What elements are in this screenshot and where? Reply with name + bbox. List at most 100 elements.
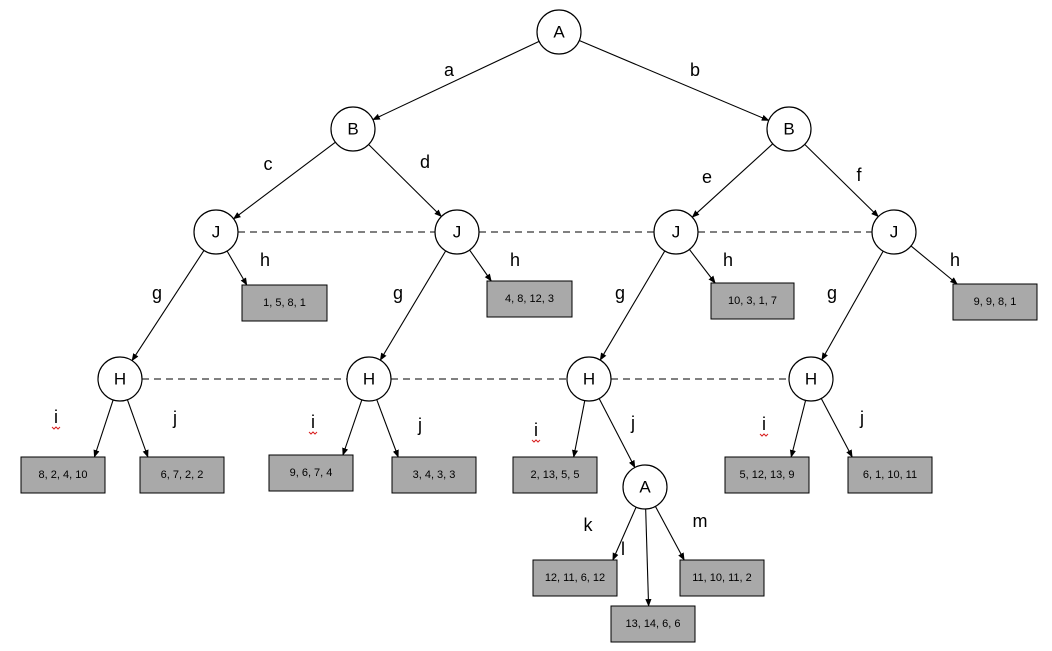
e-l-arrow [645,508,652,607]
e-j2-arrow [376,399,399,458]
leaf4-payoff-label: 9, 9, 8, 1 [974,296,1017,308]
leaf11-payoff-box [847,456,933,494]
leaf13-payoff-label: 13, 14, 6, 6 [625,618,680,630]
leaf7-payoff-label: 9, 6, 7, 4 [290,467,333,479]
j4-node-label: J [890,223,899,242]
e-a-label: a [444,60,455,80]
e-h2-label: h [510,250,520,270]
e-m-label: m [693,511,708,531]
e-g1-arrow [131,250,205,362]
h1-node [97,356,143,402]
e-j2-label: j [417,415,422,435]
e-i2-label: i [311,412,315,432]
e-i2-arrow [342,399,363,456]
leaf13-payoff-box [610,605,696,643]
h3-node-label: H [583,370,595,389]
e-h3-arrow [688,249,716,284]
e-f-label: f [856,165,862,185]
e-d-arrow [368,144,442,218]
a2-node [622,464,668,510]
e-g4-label: g [827,283,837,303]
e-l-label: l [621,539,625,559]
e-e-arrow [691,143,774,218]
leaf3-payoff-label: 10, 3, 1, 7 [728,295,777,307]
j3-node-label: J [672,223,681,242]
b_left-node [330,106,376,152]
j4-node [871,209,917,255]
leaf12-payoff-label: 12, 11, 6, 12 [545,572,605,584]
b_right-node-label: B [783,120,794,139]
e-i4-label: i [762,414,766,434]
j3-node [653,209,699,255]
e-h4-label: h [950,250,960,270]
leaf3-payoff-box [710,282,795,320]
e-g1-label: g [152,283,162,303]
spellcheck-underline [308,431,318,435]
a2-node-label: A [639,478,651,497]
leaf2-payoff-label: 4, 8, 12, 3 [505,293,554,305]
e-k-label: k [584,515,594,535]
e-h1-arrow [226,250,248,286]
h1-node-label: H [114,370,126,389]
e-g2-arrow [379,250,447,361]
leaf14-payoff-label: 11, 10, 11, 2 [692,572,752,584]
e-f-arrow [804,144,879,218]
leaf14-payoff-box [679,559,765,597]
j1-node [193,209,239,255]
e-b-label: b [690,60,700,80]
h3-node [566,356,612,402]
e-j1-arrow [126,399,149,458]
e-i1-label: i [54,407,58,427]
e-i4-arrow [789,400,807,458]
spellcheck-underline [51,426,61,430]
e-h4-arrow [910,245,958,285]
e-c-arrow [232,141,336,220]
leaf6-payoff-label: 6, 7, 2, 2 [161,469,204,481]
leaf9-payoff-box [512,456,598,494]
b_left-node-label: B [347,120,358,139]
e-j3-label: j [630,413,635,433]
leaf1-payoff-label: 1, 5, 8, 1 [263,297,306,309]
e-j1-label: j [172,408,177,428]
j1-node-label: J [212,223,221,242]
e-e-label: e [702,167,712,187]
leaf6-payoff-box [139,456,225,494]
e-j4-label: j [859,408,864,428]
j2-node [434,209,480,255]
e-g4-arrow [821,250,884,361]
leaf11-payoff-label: 6, 1, 10, 11 [863,469,917,481]
e-j4-arrow [820,398,853,458]
leaf5-payoff-box [20,456,106,494]
h4-node [788,356,834,402]
leaf9-payoff-label: 2, 13, 5, 5 [531,469,580,481]
leaf5-payoff-label: 8, 2, 4, 10 [39,469,88,481]
e-m-arrow [654,506,685,561]
e-i3-arrow [572,400,586,458]
e-g3-label: g [615,283,625,303]
e-c-label: c [264,154,273,174]
e-i3-label: i [534,420,538,440]
e-j3-arrow [598,398,636,469]
leaf4-payoff-box [952,283,1038,321]
h2-node-label: H [363,370,375,389]
e-g2-label: g [393,283,403,303]
leaf10-payoff-label: 5, 12, 13, 9 [739,469,794,481]
j2-node-label: J [453,223,462,242]
e-h3-label: h [723,250,733,270]
e-h1-label: h [260,250,270,270]
root-node [536,9,582,55]
e-g3-arrow [599,250,666,361]
leaf12-payoff-box [532,559,618,597]
h2-node [346,356,392,402]
e-h2-arrow [469,249,492,282]
spellcheck-underline [531,439,541,443]
leaf2-payoff-box [486,280,573,318]
e-b-arrow [579,40,770,121]
e-i1-arrow [93,399,114,458]
leaf1-payoff-box [241,284,328,322]
h4-node-label: H [805,370,817,389]
leaf8-payoff-box [391,456,477,494]
root-node-label: A [553,23,565,42]
e-k-arrow [612,506,637,561]
